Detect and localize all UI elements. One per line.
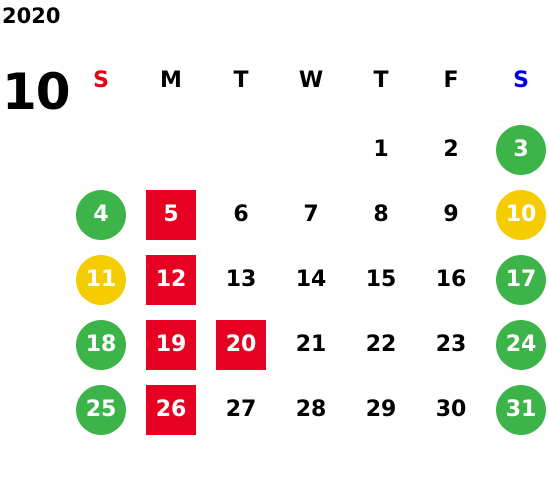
- day-cell-18: 18: [76, 320, 126, 370]
- day-cell-11: 11: [76, 255, 126, 305]
- day-cell-7: 7: [303, 202, 319, 227]
- day-cell-26: 26: [146, 385, 196, 435]
- weekday-tuesday: T: [233, 68, 249, 93]
- day-cell-21: 21: [295, 332, 327, 357]
- day-cell-2: 2: [443, 137, 459, 162]
- weekday-thursday: T: [373, 68, 389, 93]
- day-cell-28: 28: [295, 397, 327, 422]
- day-cell-5: 5: [146, 190, 196, 240]
- day-cell-31: 31: [496, 385, 546, 435]
- day-cell-1: 1: [373, 137, 389, 162]
- day-cell-4: 4: [76, 190, 126, 240]
- day-cell-17: 17: [496, 255, 546, 305]
- day-cell-12: 12: [146, 255, 196, 305]
- day-cell-10: 10: [496, 190, 546, 240]
- day-cell-23: 23: [435, 332, 467, 357]
- day-cell-29: 29: [365, 397, 397, 422]
- day-cell-15: 15: [365, 267, 397, 292]
- day-cell-16: 16: [435, 267, 467, 292]
- day-cell-19: 19: [146, 320, 196, 370]
- day-cell-13: 13: [225, 267, 257, 292]
- day-cell-27: 27: [225, 397, 257, 422]
- day-cell-6: 6: [233, 202, 249, 227]
- day-cell-14: 14: [295, 267, 327, 292]
- day-cell-22: 22: [365, 332, 397, 357]
- weekday-sunday: S: [93, 68, 109, 93]
- day-cell-8: 8: [373, 202, 389, 227]
- weekday-saturday: S: [513, 68, 529, 93]
- weekday-friday: F: [443, 68, 459, 93]
- day-cell-25: 25: [76, 385, 126, 435]
- calendar-month: 10: [2, 63, 71, 121]
- day-cell-24: 24: [496, 320, 546, 370]
- weekday-wednesday: W: [298, 68, 324, 93]
- day-cell-9: 9: [443, 202, 459, 227]
- day-cell-20: 20: [216, 320, 266, 370]
- weekday-monday: M: [160, 68, 182, 93]
- calendar-year: 2020: [2, 4, 61, 28]
- day-cell-3: 3: [496, 125, 546, 175]
- day-cell-30: 30: [435, 397, 467, 422]
